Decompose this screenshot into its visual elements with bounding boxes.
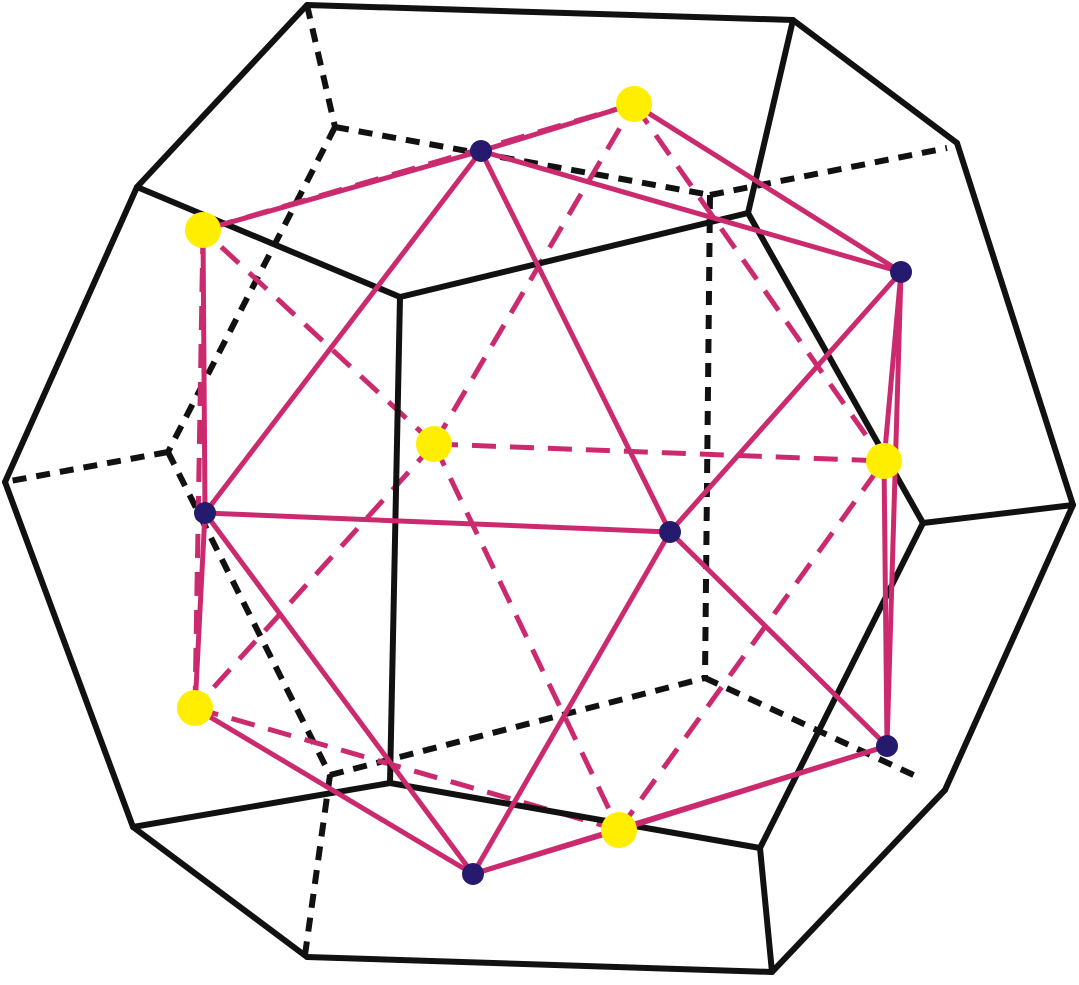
inner-solid-edge — [202, 148, 484, 516]
outer-solid-edge — [304, 2, 796, 23]
outer-solid-edge — [134, 184, 403, 300]
inner-solid-edge — [200, 227, 208, 516]
front-vertex — [462, 863, 484, 885]
front-vertex — [890, 261, 912, 283]
front-vertices — [194, 140, 912, 885]
inner-hidden-edge — [433, 441, 885, 464]
outer-solid-edge — [397, 210, 751, 300]
outer-hidden-edge — [302, 774, 333, 956]
outer-solid-edge — [2, 184, 140, 485]
back-vertex — [185, 212, 221, 248]
outer-hidden-edge — [334, 124, 711, 198]
outer-hidden-edge — [165, 125, 338, 454]
inner-solid-edge — [667, 529, 890, 749]
inner-solid-edge — [616, 743, 890, 833]
inner-solid-edges — [192, 101, 904, 877]
outer-solid-edge — [130, 780, 393, 830]
outer-hidden-edge — [165, 450, 333, 777]
inner-hidden-edge — [431, 442, 622, 832]
outer-hidden-edge — [709, 145, 948, 198]
inner-hidden-edge — [616, 459, 887, 832]
inner-solid-edge — [478, 148, 904, 275]
outer-solid-edge — [954, 140, 1076, 508]
outer-solid-edge — [769, 787, 948, 975]
back-vertex — [601, 812, 637, 848]
outer-solid-edge — [942, 502, 1076, 793]
outer-solid-edge — [130, 824, 310, 960]
inner-solid-edge — [884, 269, 904, 749]
inner-solid-edge — [478, 101, 637, 154]
inner-solid-edge — [667, 269, 904, 535]
front-vertex — [470, 140, 492, 162]
back-vertices — [177, 86, 902, 848]
outer-solid-edge — [304, 954, 775, 975]
back-vertex — [177, 690, 213, 726]
outer-hidden-edge — [4, 449, 169, 485]
front-vertex — [876, 735, 898, 757]
outer-hidden-edge — [304, 4, 338, 128]
back-vertex — [866, 443, 902, 479]
outer-solid-edge — [134, 2, 310, 190]
outer-solid-edge — [757, 520, 926, 851]
outer-hidden-edge — [329, 675, 706, 778]
inner-solid-edge — [192, 510, 208, 711]
inner-solid-edge — [470, 529, 673, 877]
outer-solid-edge — [387, 294, 403, 786]
inner-solid-edge — [202, 510, 476, 877]
inner-solid-edge — [202, 510, 673, 535]
front-vertex — [659, 521, 681, 543]
outer-solid-edge — [920, 502, 1076, 526]
outer-hidden-edges — [4, 4, 948, 956]
inner-solid-edge — [470, 827, 622, 877]
inner-solid-edge — [881, 458, 890, 749]
inner-solid-edge — [200, 148, 484, 233]
inner-solid-edge — [631, 101, 904, 275]
outer-solid-edge — [757, 845, 775, 975]
front-vertex — [194, 502, 216, 524]
back-vertex — [616, 86, 652, 122]
outer-hidden-edge — [702, 194, 713, 679]
inner-solid-edge — [478, 148, 673, 535]
back-vertex — [416, 426, 452, 462]
inner-solid-edge — [192, 705, 476, 877]
outer-hidden-edge — [703, 675, 922, 781]
inner-solid-edge — [881, 269, 904, 464]
outer-solid-edge — [790, 17, 960, 146]
inner-hidden-edge — [631, 102, 887, 463]
outer-solid-edge — [387, 780, 763, 851]
inner-hidden-edge — [431, 102, 637, 446]
outer-solid-edge — [2, 479, 136, 830]
